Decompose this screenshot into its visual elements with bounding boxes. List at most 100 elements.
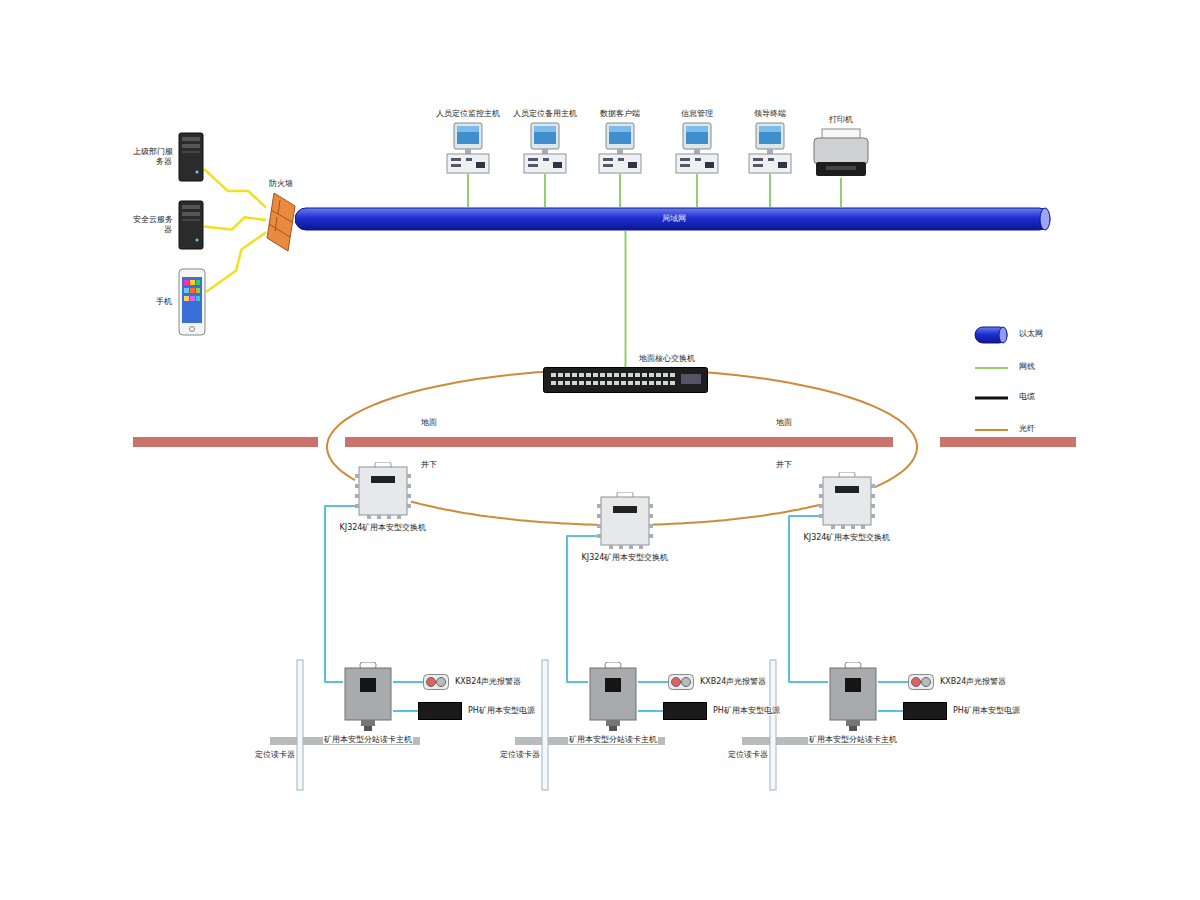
sw-node: KJ324矿用本安型交换机 (597, 492, 653, 550)
node-label: 手机 (155, 297, 173, 306)
connector (325, 506, 355, 682)
power-icon (903, 702, 947, 720)
legend-samples (975, 327, 1008, 430)
label-holder: 数据客户端 (599, 109, 641, 119)
label-holder: PH矿用本安型电源 (712, 706, 781, 716)
label-holder: KJ324矿用本安型交换机 (803, 533, 892, 543)
connector (625, 231, 627, 367)
station-node: 矿用本安型分站读卡主机 (343, 662, 393, 732)
core-icon (543, 367, 708, 393)
pc-node: 领导终端 (748, 122, 792, 174)
fire-node: 防火墙 (266, 192, 296, 252)
node-label: 人员定位备用主机 (512, 109, 578, 118)
alarm-icon (908, 674, 934, 690)
sw-node: KJ324矿用本安型交换机 (355, 462, 411, 520)
node-label: 矿用本安型分站读卡主机 (568, 735, 658, 744)
sw-icon (355, 462, 411, 520)
connector (206, 232, 266, 292)
legend-text: 以太网 (1018, 329, 1044, 339)
pc-icon (598, 122, 642, 174)
area-label: 地面 (775, 418, 793, 428)
node-label: 人员定位监控主机 (435, 109, 501, 118)
connector (544, 174, 546, 207)
server-icon (178, 200, 204, 250)
phone-icon (178, 268, 206, 336)
node-label: 安全云服务器 (132, 215, 173, 234)
pc-icon (748, 122, 792, 174)
ground-band (345, 437, 893, 447)
area-label: 地面 (420, 418, 438, 428)
power-node: PH矿用本安型电源 (663, 702, 707, 720)
printer-node: 打印机 (812, 128, 870, 178)
connector (204, 169, 266, 208)
connector (696, 174, 698, 207)
station-icon (828, 662, 878, 732)
label-holder: PH矿用本安型电源 (952, 706, 1021, 716)
node-label: PH矿用本安型电源 (467, 706, 536, 715)
area-label: 井下 (775, 460, 793, 470)
ground-band (133, 437, 318, 447)
label-holder: 防火墙 (268, 179, 294, 189)
label-holder: KXB24声光报警器 (939, 677, 1007, 687)
node-label: 数据客户端 (599, 109, 641, 118)
node-label: KXB24声光报警器 (454, 677, 522, 686)
alarm-icon (423, 674, 449, 690)
printer-icon (812, 128, 870, 178)
label-holder: 安全云服务器 (131, 215, 173, 234)
label-holder: 地面核心交换机 (638, 354, 696, 364)
node-label: PH矿用本安型电源 (712, 706, 781, 715)
label-holder: 矿用本安型分站读卡主机 (568, 735, 658, 745)
node-label: 矿用本安型分站读卡主机 (808, 735, 898, 744)
fire-icon (266, 192, 296, 252)
area-label: 定位读卡器 (254, 750, 296, 760)
station-icon (343, 662, 393, 732)
label-holder: KJ324矿用本安型交换机 (581, 553, 670, 563)
label-holder: KXB24声光报警器 (454, 677, 522, 687)
label-holder: 局域网 (661, 214, 687, 224)
bus-node: 局域网 (295, 207, 1052, 231)
node-label: KJ324矿用本安型交换机 (803, 533, 892, 542)
connector (327, 372, 543, 480)
server-node: 安全云服务器 (178, 200, 204, 250)
node-label: 打印机 (828, 115, 854, 124)
node-label: 局域网 (661, 214, 687, 223)
pc-icon (523, 122, 567, 174)
power-icon (663, 702, 707, 720)
legend-text: 光纤 (1018, 424, 1036, 434)
core-node: 地面核心交换机 (543, 367, 708, 393)
connector (204, 217, 266, 229)
label-holder: KJ324矿用本安型交换机 (339, 523, 428, 533)
legend-text: 电缆 (1018, 392, 1036, 402)
power-node: PH矿用本安型电源 (418, 702, 462, 720)
alarm-icon (668, 674, 694, 690)
label-holder: KXB24声光报警器 (699, 677, 767, 687)
label-holder: 上级部门服务器 (131, 147, 173, 166)
connector (393, 681, 423, 683)
alarm-node: KXB24声光报警器 (908, 674, 934, 690)
power-node: PH矿用本安型电源 (903, 702, 947, 720)
connector (878, 681, 908, 683)
label-holder: 打印机 (828, 115, 854, 125)
alarm-node: KXB24声光报警器 (668, 674, 694, 690)
connector (769, 174, 771, 207)
pc-node: 数据客户端 (598, 122, 642, 174)
pc-node: 信息管理 (675, 122, 719, 174)
reader-rail (270, 660, 892, 790)
label-holder: 人员定位备用主机 (512, 109, 578, 119)
area-label: 井下 (420, 460, 438, 470)
station-node: 矿用本安型分站读卡主机 (828, 662, 878, 732)
label-holder: 手机 (131, 297, 173, 307)
connector (840, 178, 842, 207)
connector (467, 174, 469, 207)
pc-node: 人员定位备用主机 (523, 122, 567, 174)
pc-node: 人员定位监控主机 (446, 122, 490, 174)
pc-icon (446, 122, 490, 174)
sw-icon (819, 472, 875, 530)
label-holder: 领导终端 (753, 109, 787, 119)
node-label: KJ324矿用本安型交换机 (581, 553, 670, 562)
power-icon (418, 702, 462, 720)
node-label: 防火墙 (268, 179, 294, 188)
node-label: KJ324矿用本安型交换机 (339, 523, 428, 532)
